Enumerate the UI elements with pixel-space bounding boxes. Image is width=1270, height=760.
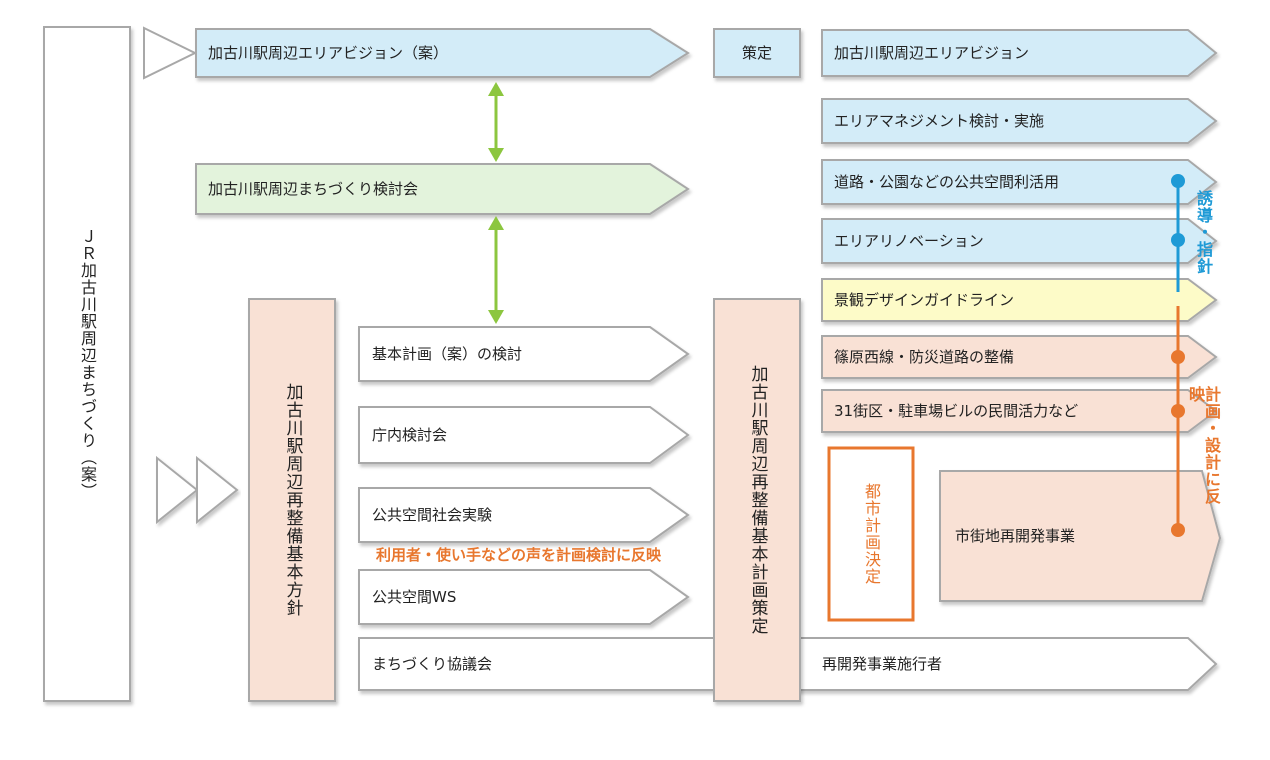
road-improvement-arrow <box>821 335 1218 379</box>
study-group-arrow <box>195 163 690 215</box>
formulation-label: 策定 <box>741 43 772 62</box>
guidance-dot-2 <box>1171 233 1185 247</box>
internal-study-label: 庁内検討会 <box>372 425 448 444</box>
basic-plan-draft-label: 基本計画（案）の検討 <box>372 344 523 363</box>
main-label: ＪＲ加古川駅周辺まちづくり（案） <box>78 228 97 500</box>
formulation-box <box>713 28 801 78</box>
vision-label: 加古川駅周辺エリアビジョン <box>834 43 1030 62</box>
basic-policy-box <box>248 298 336 702</box>
guidance-label: 誘導・指針 <box>1194 190 1213 275</box>
internal-study-arrow <box>358 406 690 464</box>
reflect-dot-1 <box>1171 350 1185 364</box>
public-space-ws-arrow <box>358 569 690 625</box>
landscape-guideline-label: 景観デザインガイドライン <box>834 290 1015 309</box>
guidance-connector <box>1171 174 1185 292</box>
green-double-arrow-2 <box>488 216 504 324</box>
road-improvement-label: 篠原西線・防災道路の整備 <box>834 347 1015 366</box>
top-hollow-chevron <box>143 26 198 80</box>
reflect-connector <box>1171 306 1185 537</box>
basic-plan-formulation-box <box>713 298 801 702</box>
renovation-label: エリアリノベーション <box>834 231 984 250</box>
green-double-arrow-1 <box>488 82 504 162</box>
renovation-arrow <box>821 218 1218 264</box>
basic-plan-draft-arrow <box>358 326 690 382</box>
redevelopment-operator-label: 再開発事業施行者 <box>822 654 943 673</box>
public-space-use-arrow <box>821 159 1218 205</box>
basic-policy-label: 加古川駅周辺再整備基本方針 <box>282 383 303 617</box>
vision-draft-label: 加古川駅周辺エリアビジョン（案） <box>208 43 449 62</box>
user-voice-note: 利用者・使い手などの声を計画検討に反映 <box>376 546 662 564</box>
area-management-label: エリアマネジメント検討・実施 <box>834 111 1045 130</box>
bottom-hollow-chevron-2 <box>196 455 239 525</box>
social-experiment-arrow <box>358 487 690 543</box>
study-group-label: 加古川駅周辺まちづくり検討会 <box>208 179 419 198</box>
basic-plan-formulation-label: 加古川駅周辺再整備基本計画策定 <box>747 365 768 635</box>
private-vitality-arrow <box>821 389 1218 433</box>
main-vertical-box <box>43 26 131 702</box>
reflect-dot-3 <box>1171 523 1185 537</box>
public-space-use-label: 道路・公園などの公共空間利活用 <box>834 172 1060 191</box>
vision-arrow <box>821 29 1218 77</box>
bottom-hollow-chevron-1 <box>156 455 199 525</box>
area-management-arrow <box>821 98 1218 144</box>
redevelopment-arrow <box>939 470 1222 602</box>
reflect-dot-2 <box>1171 404 1185 418</box>
community-council-label: まちづくり協議会 <box>372 654 493 673</box>
social-experiment-label: 公共空間社会実験 <box>372 505 493 524</box>
public-space-ws-label: 公共空間WS <box>372 587 457 606</box>
redevelopment-label: 市街地再開発事業 <box>955 526 1076 545</box>
reflect-label: 計画・設計に反映 <box>1186 386 1221 505</box>
urban-plan-decision-label: 都市計画決定 <box>862 483 881 585</box>
private-vitality-label: 31街区・駐車場ビルの民間活力など <box>834 401 1079 420</box>
urban-plan-decision-box <box>827 446 915 622</box>
guidance-dot-1 <box>1171 174 1185 188</box>
vision-draft-arrow <box>195 28 690 78</box>
landscape-guideline-arrow <box>821 278 1218 322</box>
